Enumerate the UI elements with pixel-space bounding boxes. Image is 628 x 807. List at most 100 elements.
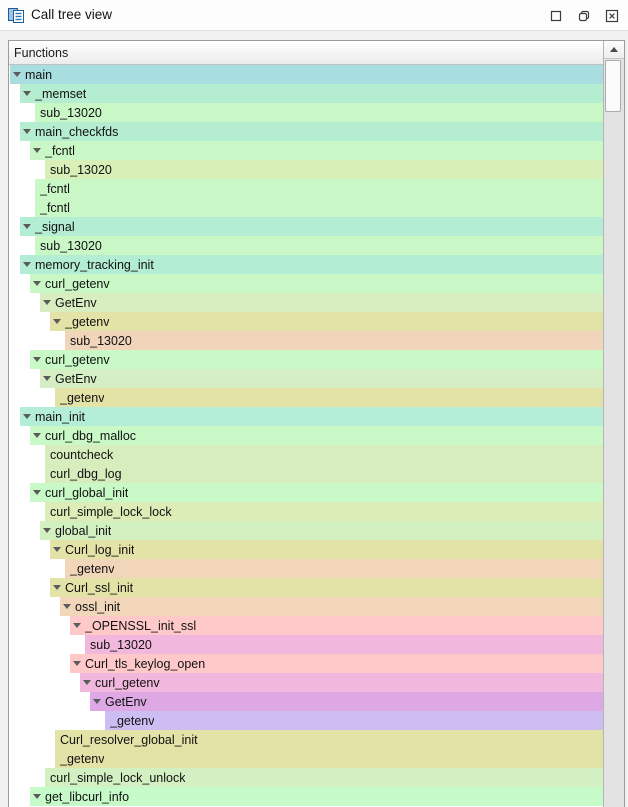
function-name: curl_dbg_malloc <box>45 428 137 443</box>
tree-row[interactable]: Curl_ssl_init <box>9 578 603 597</box>
expand-collapse-icon[interactable] <box>13 72 21 77</box>
function-name: memory_tracking_init <box>35 257 154 272</box>
tree-row[interactable]: curl_simple_lock_lock <box>9 502 603 521</box>
expand-collapse-icon[interactable] <box>53 319 61 324</box>
function-name: main_init <box>35 409 86 424</box>
expand-collapse-icon[interactable] <box>43 376 51 381</box>
scroll-up-button[interactable] <box>604 41 624 59</box>
expand-collapse-icon[interactable] <box>63 604 71 609</box>
expand-collapse-icon[interactable] <box>23 414 31 419</box>
functions-column-label: Functions <box>14 45 69 60</box>
expand-collapse-icon[interactable] <box>23 129 31 134</box>
function-name: curl_simple_lock_unlock <box>50 770 186 785</box>
tree-row[interactable]: Curl_tls_keylog_open <box>9 654 603 673</box>
tree-row[interactable]: Curl_resolver_global_init <box>9 730 603 749</box>
tree-row[interactable]: sub_13020 <box>9 635 603 654</box>
expand-collapse-icon[interactable] <box>23 91 31 96</box>
tree-row[interactable]: curl_global_init <box>9 483 603 502</box>
function-name: _fcntl <box>40 181 70 196</box>
tree-row[interactable]: sub_13020 <box>9 331 603 350</box>
expand-collapse-icon[interactable] <box>83 680 91 685</box>
expand-collapse-icon[interactable] <box>33 794 41 799</box>
function-name: sub_13020 <box>90 637 152 652</box>
tree-row[interactable]: GetEnv <box>9 369 603 388</box>
scrollbar-thumb[interactable] <box>605 60 621 112</box>
expand-collapse-icon[interactable] <box>33 148 41 153</box>
function-name: _getenv <box>65 314 110 329</box>
expand-collapse-icon[interactable] <box>33 357 41 362</box>
indent-spacer <box>9 198 35 217</box>
function-name: _OPENSSL_init_ssl <box>85 618 197 633</box>
expand-collapse-icon[interactable] <box>33 433 41 438</box>
indent-spacer <box>9 540 50 559</box>
indent-spacer <box>9 578 50 597</box>
tree-row[interactable]: _fcntl <box>9 179 603 198</box>
function-name: get_libcurl_info <box>45 789 130 804</box>
tree-row[interactable]: main_init <box>9 407 603 426</box>
tree-row[interactable]: _getenv <box>9 559 603 578</box>
vertical-scrollbar[interactable] <box>603 41 624 807</box>
tree-row[interactable]: _memset <box>9 84 603 103</box>
tree-row[interactable]: curl_dbg_malloc <box>9 426 603 445</box>
tree-row[interactable]: ossl_init <box>9 597 603 616</box>
indent-spacer <box>9 179 35 198</box>
expand-collapse-icon[interactable] <box>73 623 81 628</box>
tree-row[interactable]: _getenv <box>9 312 603 331</box>
tree-row[interactable]: sub_13020 <box>9 160 603 179</box>
function-name: _fcntl <box>45 143 75 158</box>
indent-spacer <box>9 711 105 730</box>
tree-row[interactable]: get_libcurl_info <box>9 787 603 806</box>
function-name: GetEnv <box>55 371 97 386</box>
expand-collapse-icon[interactable] <box>33 281 41 286</box>
tree-row[interactable]: _fcntl <box>9 141 603 160</box>
expand-collapse-icon[interactable] <box>23 224 31 229</box>
expand-collapse-icon[interactable] <box>53 547 61 552</box>
tree-row[interactable]: _OPENSSL_init_ssl <box>9 616 603 635</box>
tree-row[interactable]: Curl_log_init <box>9 540 603 559</box>
square-icon <box>549 9 563 23</box>
function-name: main <box>25 67 53 82</box>
expand-collapse-icon[interactable] <box>93 699 101 704</box>
expand-collapse-icon[interactable] <box>23 262 31 267</box>
tree-row[interactable]: sub_13020 <box>9 236 603 255</box>
indent-spacer <box>9 654 70 673</box>
expand-collapse-icon[interactable] <box>53 585 61 590</box>
indent-spacer <box>9 483 30 502</box>
indent-spacer <box>9 768 45 787</box>
expand-collapse-icon[interactable] <box>43 528 51 533</box>
tree-row[interactable]: curl_dbg_log <box>9 464 603 483</box>
tree-row[interactable]: _getenv <box>9 711 603 730</box>
tree-row[interactable]: global_init <box>9 521 603 540</box>
indent-spacer <box>9 217 20 236</box>
functions-column-header[interactable]: Functions <box>9 41 603 65</box>
tree-row[interactable]: curl_simple_lock_unlock <box>9 768 603 787</box>
expand-collapse-icon[interactable] <box>43 300 51 305</box>
indent-spacer <box>9 502 45 521</box>
tree-row[interactable]: curl_getenv <box>9 350 603 369</box>
tree-row[interactable]: _signal <box>9 217 603 236</box>
restore-button[interactable] <box>575 7 593 25</box>
tree-row[interactable]: GetEnv <box>9 293 603 312</box>
function-name: global_init <box>55 523 112 538</box>
close-button[interactable] <box>603 7 621 25</box>
expand-collapse-icon[interactable] <box>33 490 41 495</box>
tree-row[interactable]: GetEnv <box>9 692 603 711</box>
tree-row[interactable]: _fcntl <box>9 198 603 217</box>
tree-row[interactable]: countcheck <box>9 445 603 464</box>
expand-collapse-icon[interactable] <box>73 661 81 666</box>
indent-spacer <box>9 388 55 407</box>
tree-row[interactable]: main <box>9 65 603 84</box>
function-name: Curl_ssl_init <box>65 580 134 595</box>
function-name: curl_dbg_log <box>50 466 122 481</box>
tree-row[interactable]: curl_getenv <box>9 673 603 692</box>
tree-row[interactable]: memory_tracking_init <box>9 255 603 274</box>
indent-spacer <box>9 464 45 483</box>
tree-row[interactable]: _getenv <box>9 749 603 768</box>
tree-row[interactable]: curl_getenv <box>9 274 603 293</box>
tree-row[interactable]: main_checkfds <box>9 122 603 141</box>
tree-row[interactable]: sub_13020 <box>9 103 603 122</box>
tree-row[interactable]: _getenv <box>9 388 603 407</box>
float-button[interactable] <box>547 7 565 25</box>
function-name: _getenv <box>60 751 105 766</box>
